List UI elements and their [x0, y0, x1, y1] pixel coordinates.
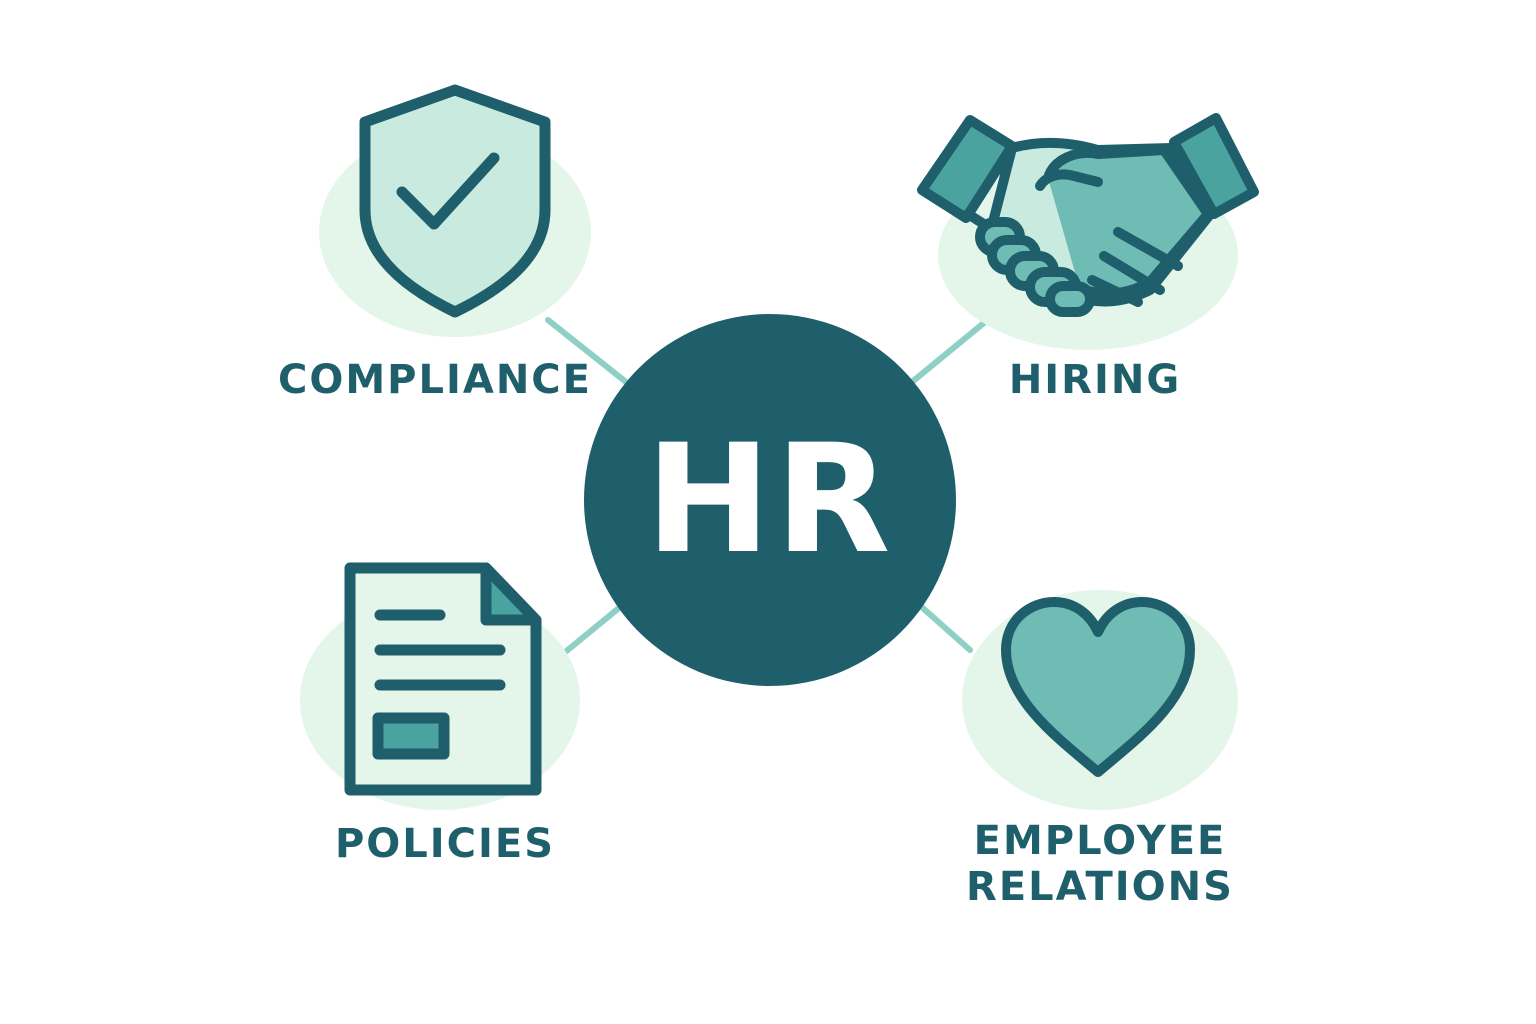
- hiring-label: HIRING: [1008, 357, 1182, 403]
- employee-relations-label-line1: EMPLOYEE: [973, 818, 1227, 864]
- connector-hiring: [909, 319, 988, 385]
- employee-relations-label: EMPLOYEE RELATIONS: [930, 818, 1270, 910]
- hub-circle: [584, 314, 956, 686]
- compliance-label: COMPLIANCE: [278, 357, 592, 403]
- hub-label: HR: [645, 413, 895, 587]
- connector-policies: [555, 600, 628, 661]
- connectors: [545, 317, 988, 661]
- connector-compliance: [545, 317, 629, 385]
- employee-relations-label-line2: RELATIONS: [966, 864, 1234, 910]
- connector-employee: [913, 599, 973, 653]
- shield-check-icon: [359, 84, 551, 318]
- heart-icon: [1001, 597, 1195, 777]
- handshake-icon: [917, 113, 1259, 317]
- policies-label: POLICIES: [334, 821, 556, 867]
- document-icon: [344, 562, 542, 796]
